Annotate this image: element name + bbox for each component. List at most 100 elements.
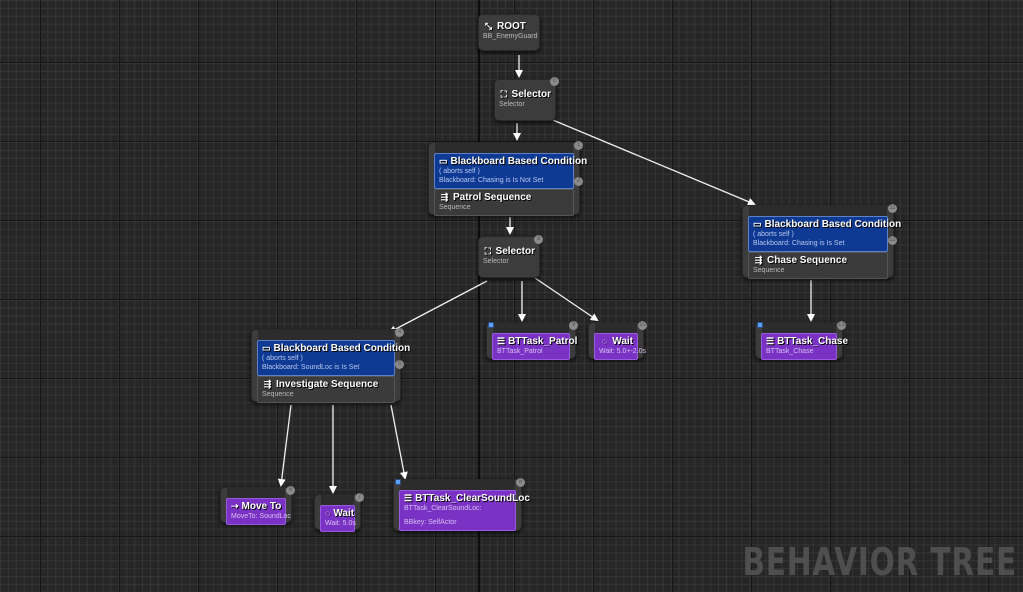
- execution-index: 8: [516, 478, 525, 487]
- wait-investigate-node[interactable]: ◌Wait Wait: 5.0s 7: [314, 493, 364, 532]
- wait-patrol-node[interactable]: ◌ Wait Wait: 5.0+-2.0s 10: [588, 321, 647, 360]
- decorator-abort: ( aborts self ): [262, 355, 303, 362]
- execution-index: 3: [534, 235, 543, 244]
- task-title: Wait: [612, 336, 633, 347]
- investigate-sequence-node[interactable]: ▭Blackboard Based Condition ( aborts sel…: [251, 328, 410, 403]
- decorator-title: Blackboard Based Condition: [450, 156, 588, 167]
- input-slot: [749, 206, 887, 216]
- wait-icon: ◌: [601, 336, 607, 346]
- root-title: ROOT: [497, 21, 526, 32]
- investigate-decorator[interactable]: ▭Blackboard Based Condition ( aborts sel…: [257, 340, 410, 376]
- task-icon: ☰: [766, 336, 775, 346]
- move-to-body[interactable]: ⇢Move To MoveTo: SoundLoc: [226, 498, 291, 525]
- sequence-subtitle: Sequence: [262, 391, 294, 398]
- blackboard-icon: ▭: [753, 219, 762, 229]
- chase-sequence-node[interactable]: ▭Blackboard Based Condition ( aborts sel…: [742, 204, 901, 279]
- sequence-title: Chase Sequence: [767, 255, 848, 266]
- input-slot: [321, 495, 354, 505]
- sequence-icon: ⇶: [440, 192, 449, 202]
- blueprint-marker-icon: [757, 322, 763, 328]
- selector-patrol-subtitle: Selector: [483, 258, 509, 265]
- input-slot: [762, 323, 836, 333]
- chase-decorator[interactable]: ▭Blackboard Based Condition ( aborts sel…: [748, 216, 901, 252]
- task-subtitle: Wait: 5.0s: [325, 520, 356, 527]
- root-node[interactable]: ⤡ ROOT BB_EnemyGuard: [478, 14, 540, 51]
- sequence-icon: ⇶: [263, 379, 272, 389]
- clear-sound-node[interactable]: ☰BTTask_ClearSoundLoc BTTask_ClearSoundL…: [393, 478, 530, 531]
- selector-patrol-title: Selector: [495, 246, 535, 257]
- clear-sound-body[interactable]: ☰BTTask_ClearSoundLoc BTTask_ClearSoundL…: [399, 490, 530, 531]
- input-slot: [493, 323, 569, 333]
- patrol-sequence-node[interactable]: ▭Blackboard Based Condition ( aborts sel…: [428, 141, 587, 216]
- selector-patrol-node[interactable]: ⛶ Selector Selector 3: [478, 235, 543, 278]
- decorator-condition: Blackboard: Chasing is Is Not Set: [439, 177, 544, 184]
- input-slot: [435, 143, 573, 153]
- decorator-condition: Blackboard: Chasing is Is Set: [753, 240, 845, 247]
- sequence-title: Investigate Sequence: [276, 379, 379, 390]
- task-patrol-body[interactable]: ☰BTTask_Patrol BTTask_Patrol: [492, 333, 577, 360]
- sequence-subtitle: Sequence: [439, 204, 471, 211]
- decorator-abort: ( aborts self ): [439, 168, 480, 175]
- task-icon: ☰: [497, 336, 506, 346]
- chase-composite[interactable]: ⇶ Chase Sequence Sequence: [748, 252, 888, 279]
- input-slot: [595, 323, 637, 333]
- execution-index: 7: [355, 493, 364, 502]
- root-icon: ⤡: [484, 21, 493, 31]
- execution-index: 1: [574, 141, 583, 150]
- execution-index: 5: [395, 360, 404, 369]
- selector-main-node[interactable]: ⛶Selector Selector 0: [494, 77, 559, 121]
- graph-origin-line: [478, 0, 480, 592]
- blueprint-marker-icon: [395, 479, 401, 485]
- task-chase-body[interactable]: ☰BTTask_Chase BTTask_Chase: [761, 333, 848, 360]
- task-patrol-node[interactable]: ☰BTTask_Patrol BTTask_Patrol 9: [486, 321, 578, 360]
- wire-selector2-investigate: [388, 280, 488, 333]
- wait-patrol-body[interactable]: ◌ Wait Wait: 5.0+-2.0s: [594, 333, 647, 360]
- selector-main-subtitle: Selector: [499, 101, 525, 108]
- execution-index: 2: [574, 177, 583, 186]
- selector-icon: ⛶: [484, 246, 491, 256]
- task-title: BTTask_Chase: [777, 336, 849, 347]
- decorator-condition: Blackboard: SoundLoc is Is Set: [262, 364, 360, 371]
- wire-investigate-clear: [390, 404, 408, 480]
- task-title: Wait: [333, 508, 355, 519]
- selector-icon: ⛶: [500, 89, 507, 99]
- blueprint-marker-icon: [488, 322, 494, 328]
- root-subtitle: BB_EnemyGuard: [483, 33, 538, 40]
- wire-selector-chase: [547, 117, 756, 206]
- task-subtitle: Wait: 5.0+-2.0s: [599, 348, 647, 355]
- task-title: Move To: [241, 501, 282, 512]
- decorator-abort: ( aborts self ): [753, 231, 794, 238]
- sequence-icon: ⇶: [754, 255, 763, 265]
- input-slot: [258, 330, 394, 340]
- task-subtitle: BTTask_Chase: [766, 348, 814, 355]
- task-icon: ☰: [404, 493, 413, 503]
- sequence-subtitle: Sequence: [753, 267, 785, 274]
- input-slot: [400, 480, 515, 490]
- wait-icon: ◌: [325, 508, 331, 518]
- task-subtitle: BTTask_ClearSoundLoc:: [404, 505, 482, 512]
- input-slot: [227, 488, 285, 498]
- wait-investigate-body[interactable]: ◌Wait Wait: 5.0s: [320, 505, 356, 532]
- execution-index: 10: [638, 321, 647, 330]
- move-to-node[interactable]: ⇢Move To MoveTo: SoundLoc 6: [220, 486, 295, 525]
- execution-index: 4: [395, 328, 404, 337]
- execution-index: 11: [888, 204, 897, 213]
- execution-index: 6: [286, 486, 295, 495]
- decorator-title: Blackboard Based Condition: [764, 219, 902, 230]
- task-title: BTTask_Patrol: [508, 336, 578, 347]
- decorator-title: Blackboard Based Condition: [273, 343, 411, 354]
- execution-index: 0: [550, 77, 559, 86]
- blackboard-icon: ▭: [439, 156, 448, 166]
- task-subtitle: BTTask_Patrol: [497, 348, 543, 355]
- execution-index: 9: [569, 321, 578, 330]
- investigate-composite[interactable]: ⇶ Investigate Sequence Sequence: [257, 376, 395, 403]
- move-to-icon: ⇢: [231, 501, 239, 511]
- wire-investigate-moveto: [277, 404, 292, 487]
- sequence-title: Patrol Sequence: [453, 192, 532, 203]
- execution-index: 12: [888, 236, 897, 245]
- task-chase-node[interactable]: ☰BTTask_Chase BTTask_Chase 13: [755, 321, 848, 360]
- patrol-decorator[interactable]: ▭Blackboard Based Condition ( aborts sel…: [434, 153, 587, 189]
- patrol-composite[interactable]: ⇶ Patrol Sequence Sequence: [434, 189, 574, 216]
- graph-type-watermark: BEHAVIOR TREE: [742, 540, 1017, 584]
